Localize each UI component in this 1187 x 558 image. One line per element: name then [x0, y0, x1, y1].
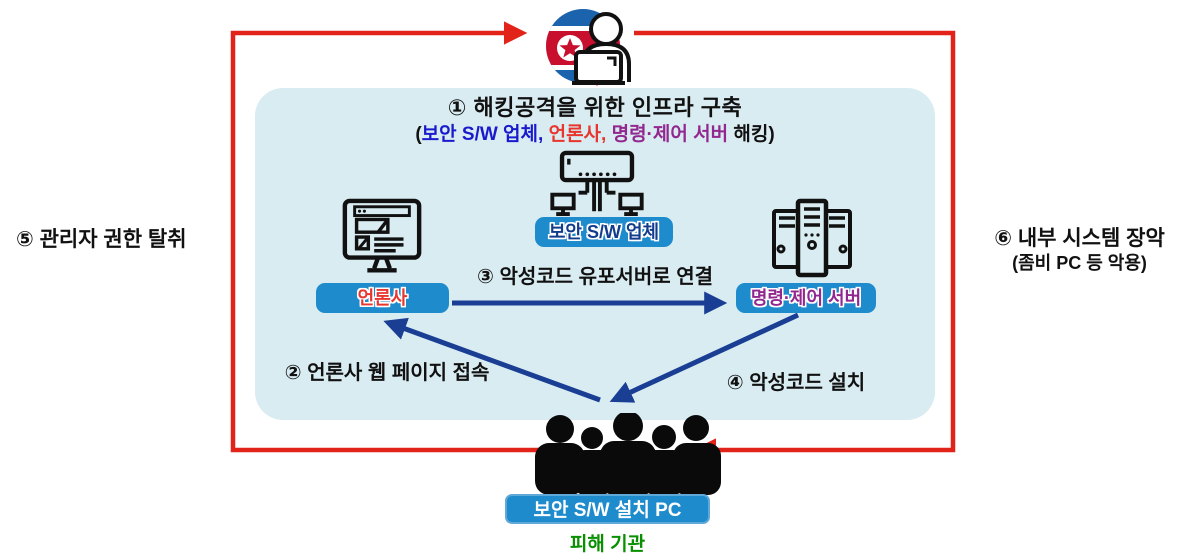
people-crowd-icon [528, 411, 728, 495]
victim-pc-label: 보안 S/W 설치 PC [505, 494, 710, 524]
step1-subtitle: (보안 S/W 업체, 언론사, 명령·제어 서버 해킹) [255, 119, 935, 146]
step6-label-line1: ⑥ 내부 시스템 장악 [994, 227, 1165, 250]
node-security-vendor: 보안 S/W 업체 [535, 217, 673, 247]
node-press: 언론사 [316, 283, 449, 313]
step5-label: ⑤ 관리자 권한 탈취 [16, 228, 187, 251]
subtitle-press: 언론사, [543, 124, 607, 145]
network-device-icon [547, 150, 647, 218]
step3-label: ③ 악성코드 유포서버로 연결 [476, 266, 713, 288]
step2-label: ② 언론사 웹 페이지 접속 [284, 362, 490, 384]
step1-title: ① 해킹공격을 위한 인프라 구축 [447, 95, 743, 120]
subtitle-c2: 명령·제어 서버 [606, 124, 729, 145]
server-rack-icon [762, 197, 862, 283]
news-website-monitor-icon [332, 197, 432, 283]
subtitle-vendor: 보안 S/W 업체, [421, 124, 544, 145]
north-korea-hacker-icon [545, 2, 640, 94]
subtitle-close: 해킹) [728, 124, 775, 145]
step6-label-line2: (좀비 PC 등 악용) [1012, 253, 1147, 273]
node-c2-server: 명령·제어 서버 [736, 283, 876, 313]
step4-label: ④ 악성코드 설치 [726, 372, 866, 394]
victim-org-caption: 피해 기관 [569, 534, 646, 555]
